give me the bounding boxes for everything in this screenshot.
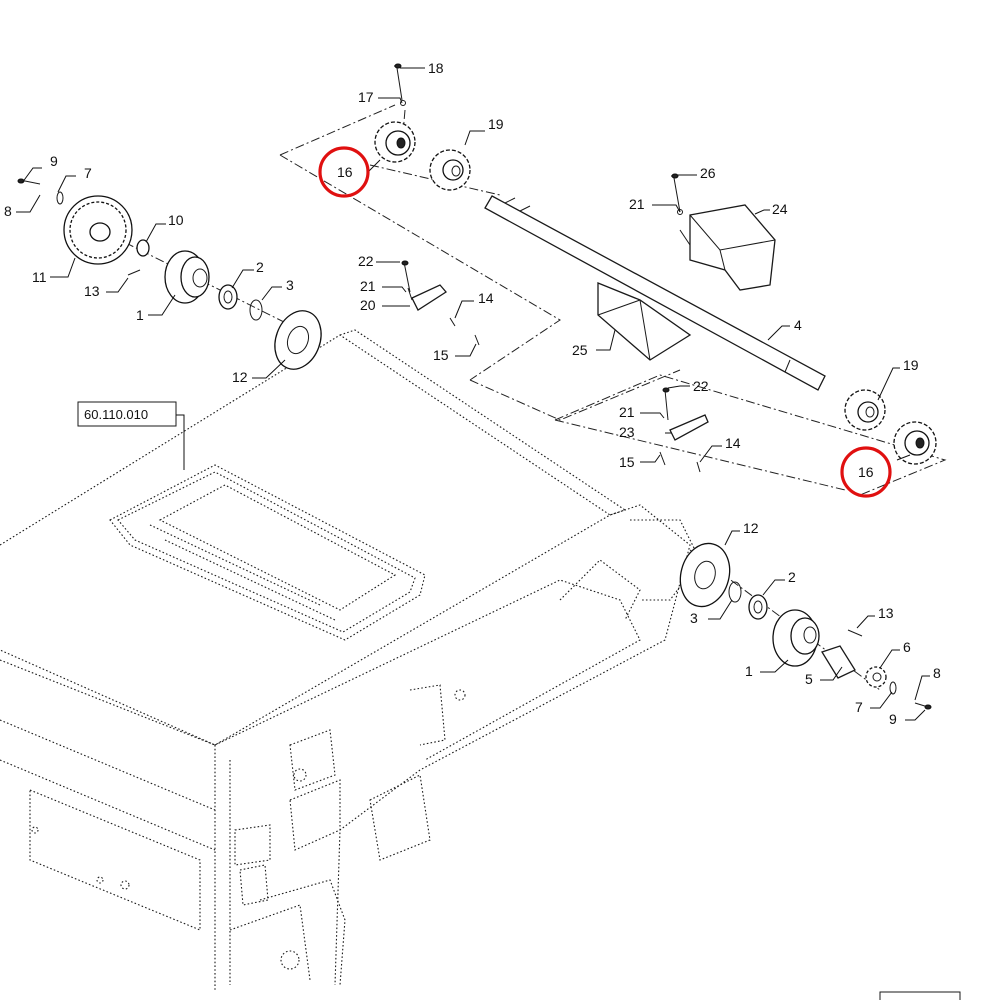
highlight-circle-16-top	[318, 146, 370, 198]
callout-19-right[interactable]: 19	[903, 357, 919, 373]
callout-15-b[interactable]: 15	[619, 454, 635, 470]
callout-24[interactable]: 24	[772, 201, 788, 217]
callout-10[interactable]: 10	[168, 212, 184, 228]
flange-12-left	[274, 310, 322, 370]
small-hardware	[17, 63, 932, 710]
callout-9-right[interactable]: 9	[889, 711, 897, 727]
callout-18[interactable]: 18	[428, 60, 444, 76]
callout-20[interactable]: 20	[360, 297, 376, 313]
bearing-2-right	[748, 594, 768, 620]
callout-19-top[interactable]: 19	[488, 116, 504, 132]
snap-ring-3-left	[249, 299, 263, 321]
callout-4[interactable]: 4	[794, 317, 802, 333]
sprocket-16-top	[374, 121, 416, 163]
callout-7-right[interactable]: 7	[855, 699, 863, 715]
callout-21-c[interactable]: 21	[619, 404, 635, 420]
callout-13-right[interactable]: 13	[878, 605, 894, 621]
sprocket-6	[865, 666, 887, 688]
flange-12-right	[679, 542, 731, 608]
collar-10	[136, 239, 150, 257]
callout-13-left[interactable]: 13	[84, 283, 100, 299]
hub-1-right	[772, 609, 820, 667]
sprocket-16-right	[893, 421, 937, 465]
highlight-markers	[318, 146, 892, 498]
callout-11[interactable]: 11	[32, 269, 47, 285]
callout-7-left[interactable]: 7	[84, 165, 92, 181]
drive-shaft	[484, 195, 826, 391]
reference-label: 60.110.010	[84, 407, 148, 422]
callout-labels[interactable]: 18 17 19 16 9 7 8 10 11 13 1 2 3 12 22 2…	[4, 60, 941, 727]
callout-2-left[interactable]: 2	[256, 259, 264, 275]
callout-25[interactable]: 25	[572, 342, 588, 358]
assembly-lines	[109, 104, 947, 691]
shield-24	[689, 204, 776, 291]
callout-3-left[interactable]: 3	[286, 277, 294, 293]
callout-5[interactable]: 5	[805, 671, 813, 687]
callout-1-right[interactable]: 1	[745, 663, 753, 679]
callout-21-a[interactable]: 21	[360, 278, 376, 294]
shield-25	[597, 282, 692, 361]
callout-15-a[interactable]: 15	[433, 347, 449, 363]
callout-14-b[interactable]: 14	[725, 435, 741, 451]
machine-body	[0, 329, 961, 1000]
sprocket-19-right	[844, 389, 886, 431]
leader-lines	[16, 67, 930, 721]
callout-14-a[interactable]: 14	[478, 290, 494, 306]
callout-23[interactable]: 23	[619, 424, 635, 440]
highlight-circle-16-right	[840, 446, 892, 498]
reference-box[interactable]: 60.110.010	[77, 401, 185, 470]
callout-26[interactable]: 26	[700, 165, 716, 181]
callout-12-left[interactable]: 12	[232, 369, 248, 385]
callout-16-right[interactable]: 16	[858, 464, 874, 480]
callout-6[interactable]: 6	[903, 639, 911, 655]
snap-ring-3-right	[728, 581, 742, 603]
callout-16-top[interactable]: 16	[337, 164, 353, 180]
spacer-5	[821, 645, 856, 679]
callout-9-left[interactable]: 9	[50, 153, 58, 169]
sprocket-11	[63, 195, 133, 265]
callout-22-a[interactable]: 22	[358, 253, 374, 269]
hub-1-left	[164, 250, 210, 304]
callout-8-left[interactable]: 8	[4, 203, 12, 219]
sprocket-19-top	[429, 149, 471, 191]
callout-1-left[interactable]: 1	[136, 307, 144, 323]
callout-21-b[interactable]: 21	[629, 196, 645, 212]
callout-2-right[interactable]: 2	[788, 569, 796, 585]
callout-22-b[interactable]: 22	[693, 378, 709, 394]
bearing-2-left	[218, 284, 238, 310]
callout-8-right[interactable]: 8	[933, 665, 941, 681]
callout-17[interactable]: 17	[358, 89, 374, 105]
callout-12-right[interactable]: 12	[743, 520, 759, 536]
callout-3-right[interactable]: 3	[690, 610, 698, 626]
